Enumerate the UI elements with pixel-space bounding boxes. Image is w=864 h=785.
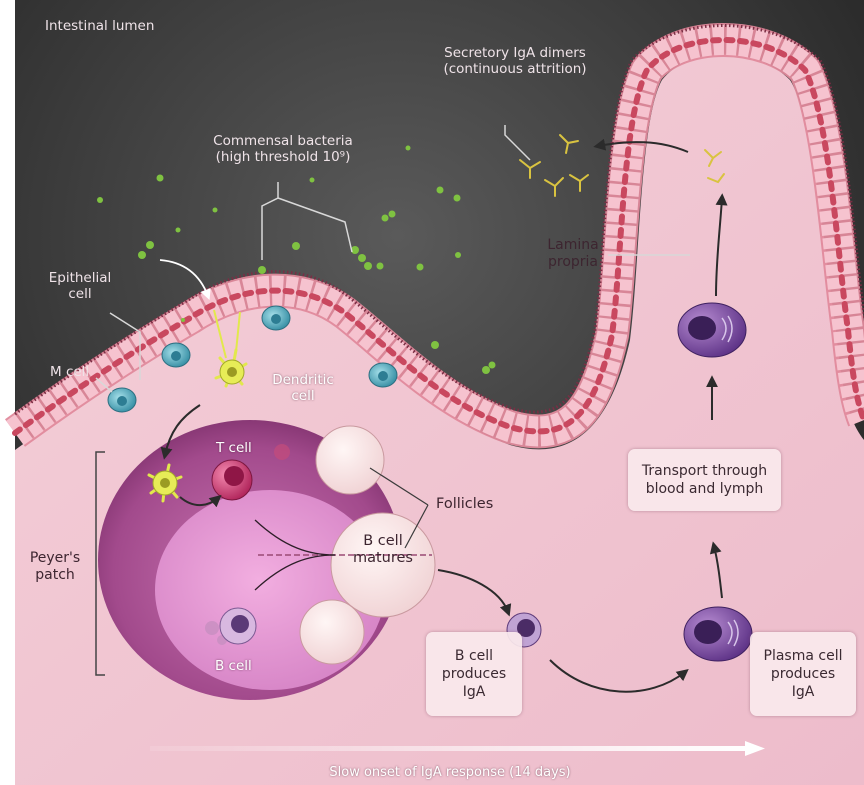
plasma-produces-line1: Plasma cell: [750, 647, 856, 665]
peyers-line1: Peyer's: [20, 550, 90, 567]
dendritic-cell-label: Dendritic cell: [263, 372, 343, 404]
dendritic-line1: Dendritic: [263, 372, 343, 388]
plasma-cell-top: [678, 303, 746, 357]
transport-box: Transport through blood and lymph: [628, 449, 781, 511]
b-produces-line3: IgA: [426, 683, 522, 701]
t-cell-label: T cell: [216, 440, 252, 456]
epithelial-cell-label: Epithelial cell: [35, 270, 125, 302]
peyers-patch-label: Peyer's patch: [20, 550, 90, 584]
commensal-line1: Commensal bacteria: [193, 133, 373, 149]
transport-line2: blood and lymph: [628, 480, 781, 498]
commensal-bacteria-label: Commensal bacteria (high threshold 10⁹): [193, 133, 373, 165]
peyers-line2: patch: [20, 567, 90, 584]
lamina-propria-label: Lamina propria: [538, 237, 608, 271]
plasma-cell-bottom: [684, 607, 752, 661]
m-cell-label: M cell: [50, 364, 89, 380]
b-cell-matures-line2: matures: [335, 550, 431, 567]
transport-line1: Transport through: [628, 462, 781, 480]
commensal-line2: (high threshold 10⁹): [193, 149, 373, 165]
plasma-cell-produces-box: Plasma cell produces IgA: [750, 632, 856, 716]
intestinal-lumen-label: Intestinal lumen: [45, 18, 154, 34]
lamina-line2: propria: [538, 254, 608, 271]
epithelial-line2: cell: [35, 286, 125, 302]
timeline-label: Slow onset of IgA response (14 days): [250, 765, 650, 781]
b-cell-matures-label: B cell matures: [335, 533, 431, 568]
epithelial-line1: Epithelial: [35, 270, 125, 286]
plasma-produces-line3: IgA: [750, 683, 856, 701]
lamina-line1: Lamina: [538, 237, 608, 254]
iga-dimers-line1: Secretory IgA dimers: [415, 45, 615, 61]
iga-dimers-line2: (continuous attrition): [415, 61, 615, 77]
plasma-produces-line2: produces: [750, 665, 856, 683]
dendritic-line2: cell: [263, 388, 343, 404]
b-cell-matures-line1: B cell: [335, 533, 431, 550]
b-cell-label: B cell: [215, 658, 252, 674]
b-cell-produces-box: B cell produces IgA: [426, 632, 522, 716]
follicles-label: Follicles: [436, 496, 493, 513]
iga-dimers-label: Secretory IgA dimers (continuous attriti…: [415, 45, 615, 77]
b-produces-line1: B cell: [426, 647, 522, 665]
b-produces-line2: produces: [426, 665, 522, 683]
